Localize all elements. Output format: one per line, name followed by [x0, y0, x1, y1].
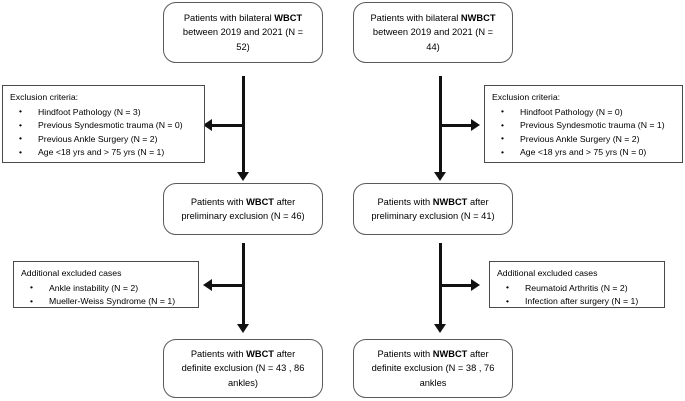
- exclusion-box-wbct-primary-list: Hindfoot Pathology (N = 3) Previous Synd…: [10, 105, 198, 160]
- node-wbct-definite-modality: WBCT: [246, 348, 274, 359]
- node-wbct-initial-line1-pre: Patients with bilateral: [183, 12, 275, 23]
- node-nwbct-initial-modality: NWBCT: [460, 12, 496, 23]
- node-wbct-initial-line2: between 2019 and 2021 (N =: [182, 27, 304, 38]
- arrowhead-nwbct-preliminary-to-definite: [434, 324, 446, 333]
- arrowhead-nwbct-additional-exclusion: [471, 279, 480, 292]
- connector-wbct-primary-exclusion: [211, 124, 243, 128]
- node-nwbct-preliminary: Patients with NWBCT after preliminary ex…: [353, 183, 513, 235]
- list-item: Previous Ankle Surgery (N = 2): [10, 132, 198, 147]
- arrowhead-nwbct-primary-exclusion: [471, 119, 480, 132]
- list-item: Reumatoid Arthritis (N = 2): [497, 281, 658, 296]
- connector-wbct-additional-exclusion: [211, 284, 243, 288]
- node-nwbct-initial: Patients with bilateral NWBCT between 20…: [353, 2, 513, 63]
- node-nwbct-definite-line2: definite exclusion (N = 38 , 76: [371, 363, 495, 374]
- node-wbct-preliminary: Patients with WBCT after preliminary exc…: [163, 183, 323, 235]
- list-item: Previous Syndesmotic trauma (N = 0): [10, 119, 198, 133]
- list-item: Age <18 yrs and > 75 yrs (N = 0): [492, 146, 676, 160]
- exclusion-box-wbct-additional-title: Additional excluded cases: [21, 268, 122, 278]
- node-nwbct-preliminary-modality: NWBCT: [432, 196, 468, 207]
- node-nwbct-preliminary-line1-pre: Patients with: [377, 196, 433, 207]
- arrowhead-nwbct-initial-to-preliminary: [434, 172, 446, 181]
- node-wbct-preliminary-line1-post: after: [274, 196, 296, 207]
- list-item: Previous Ankle Surgery (N = 2): [492, 132, 676, 147]
- node-wbct-preliminary-line1-pre: Patients with: [190, 196, 247, 207]
- connector-wbct-initial-to-preliminary: [241, 76, 245, 176]
- exclusion-box-nwbct-primary-list: Hindfoot Pathology (N = 0) Previous Synd…: [492, 105, 676, 160]
- exclusion-box-nwbct-additional: Additional excluded cases Reumatoid Arth…: [489, 261, 665, 308]
- list-item: Ankle instability (N = 2): [21, 281, 192, 296]
- node-wbct-initial-modality: WBCT: [274, 12, 303, 23]
- node-nwbct-definite-line3: ankles: [419, 377, 447, 388]
- node-nwbct-definite-line1-pre: Patients with: [377, 348, 433, 359]
- node-wbct-initial-line3: 52): [236, 41, 250, 52]
- exclusion-box-wbct-primary: Exclusion criteria: Hindfoot Pathology (…: [2, 85, 205, 163]
- exclusion-box-wbct-primary-title: Exclusion criteria:: [10, 92, 79, 102]
- node-wbct-definite-line1-pre: Patients with: [190, 348, 247, 359]
- list-item: Previous Syndesmotic trauma (N = 1): [492, 119, 676, 133]
- exclusion-box-nwbct-additional-title: Additional excluded cases: [497, 268, 598, 278]
- node-nwbct-initial-line3: 44): [426, 41, 440, 52]
- connector-wbct-preliminary-to-definite: [241, 243, 245, 328]
- exclusion-box-wbct-additional: Additional excluded cases Ankle instabil…: [13, 261, 199, 308]
- node-wbct-definite-line1-post: after: [274, 348, 296, 359]
- list-item: Hindfoot Pathology (N = 3): [10, 105, 198, 120]
- node-nwbct-preliminary-line1-post: after: [467, 196, 489, 207]
- exclusion-box-nwbct-primary-title: Exclusion criteria:: [492, 92, 561, 102]
- node-nwbct-definite: Patients with NWBCT after definite exclu…: [353, 339, 513, 398]
- node-wbct-definite-line3: ankles): [228, 377, 258, 388]
- connector-nwbct-additional-exclusion: [440, 284, 472, 288]
- node-nwbct-definite-modality: NWBCT: [432, 348, 468, 359]
- arrowhead-wbct-initial-to-preliminary: [237, 172, 249, 181]
- node-wbct-initial: Patients with bilateral WBCT between 201…: [163, 2, 323, 63]
- arrowhead-wbct-primary-exclusion: [203, 119, 212, 132]
- node-wbct-preliminary-line2: preliminary exclusion (N = 46): [181, 211, 305, 221]
- node-wbct-definite: Patients with WBCT after definite exclus…: [163, 339, 323, 398]
- list-item: Mueller-Weiss Syndrome (N = 1): [21, 295, 192, 309]
- node-wbct-preliminary-modality: WBCT: [246, 196, 274, 207]
- exclusion-box-nwbct-additional-list: Reumatoid Arthritis (N = 2) Infection af…: [497, 281, 658, 309]
- arrowhead-wbct-additional-exclusion: [203, 279, 212, 292]
- arrowhead-wbct-preliminary-to-definite: [237, 324, 249, 333]
- list-item: Infection after surgery (N = 1): [497, 295, 658, 309]
- exclusion-box-wbct-additional-list: Ankle instability (N = 2) Mueller-Weiss …: [21, 281, 192, 309]
- node-nwbct-initial-line1-pre: Patients with bilateral: [370, 12, 461, 23]
- node-nwbct-definite-line1-post: after: [467, 348, 489, 359]
- list-item: Hindfoot Pathology (N = 0): [492, 105, 676, 120]
- exclusion-box-nwbct-primary: Exclusion criteria: Hindfoot Pathology (…: [484, 85, 683, 163]
- node-nwbct-initial-line2: between 2019 and 2021 (N =: [372, 27, 494, 38]
- connector-nwbct-primary-exclusion: [440, 124, 472, 128]
- node-wbct-definite-line2: definite exclusion (N = 43 , 86: [181, 363, 305, 374]
- list-item: Age <18 yrs and > 75 yrs (N = 1): [10, 146, 198, 160]
- node-nwbct-preliminary-line2: preliminary exclusion (N = 41): [371, 211, 495, 221]
